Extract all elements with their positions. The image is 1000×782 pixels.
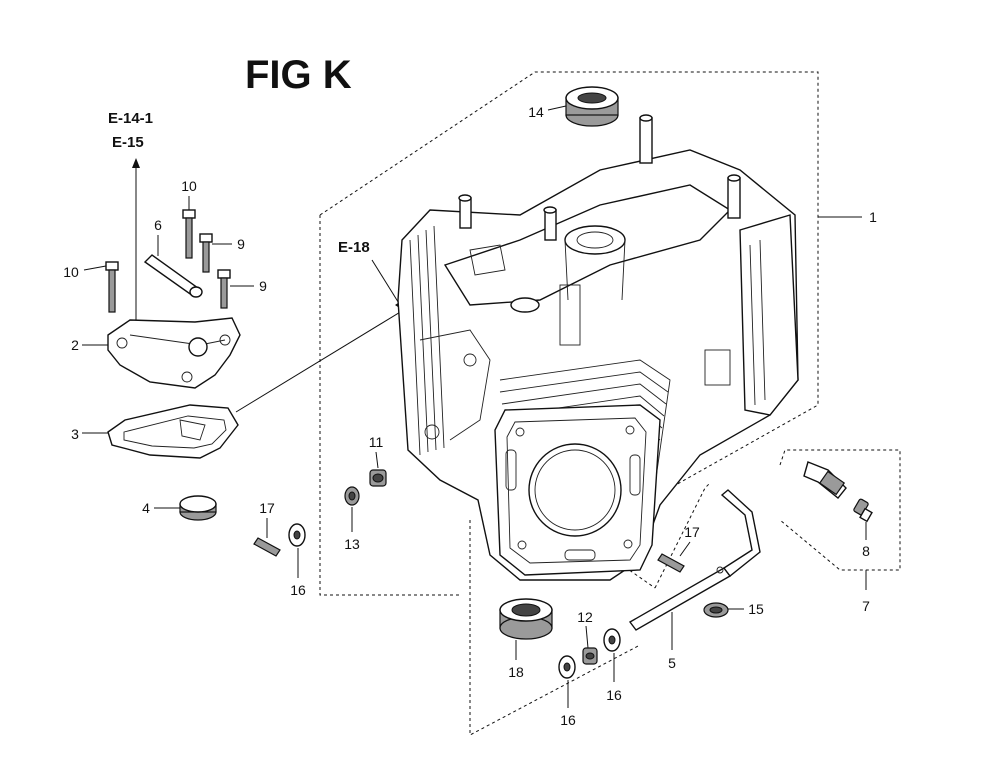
reference-arrow-e-15 xyxy=(132,158,140,322)
reference-e-14-1: E-14-1 xyxy=(108,110,153,127)
callout-10-left: 10 xyxy=(63,264,79,280)
pin-part-17-left xyxy=(253,537,281,557)
bearing-part-18 xyxy=(499,598,553,640)
washer-part-16-bottom-right xyxy=(603,628,621,652)
bolt-part-10-upper xyxy=(182,209,196,259)
callout-10-upper: 10 xyxy=(181,178,197,194)
callout-17-right: 17 xyxy=(684,524,700,540)
callout-13: 13 xyxy=(344,536,360,552)
callout-8: 8 xyxy=(862,543,870,559)
reference-e-18: E-18 xyxy=(338,239,370,256)
leader-11 xyxy=(375,451,379,469)
cap-part-4 xyxy=(179,495,217,521)
callout-2: 2 xyxy=(71,337,79,353)
o-ring-part-15 xyxy=(703,602,729,618)
callout-6: 6 xyxy=(154,217,162,233)
bolt-part-9-upper xyxy=(199,233,213,273)
callout-12: 12 xyxy=(577,609,593,625)
washer-part-16-bottom-left xyxy=(558,655,576,679)
breather-cover-part-2 xyxy=(107,317,241,389)
callout-11: 11 xyxy=(369,434,384,450)
screw-part-8 xyxy=(853,498,873,523)
boundary-mid xyxy=(654,482,711,589)
callout-17-left: 17 xyxy=(259,500,275,516)
crankcase-illustration xyxy=(397,114,799,581)
leader-14 xyxy=(547,105,567,111)
callout-7: 7 xyxy=(862,598,870,614)
callout-9-upper: 9 xyxy=(237,236,245,252)
boundary-right xyxy=(319,71,819,506)
callout-15: 15 xyxy=(748,601,764,617)
pin-part-17-right xyxy=(657,553,685,573)
oil-sensor-part-7 xyxy=(803,461,847,499)
leader-gasket xyxy=(235,299,421,413)
breather-tube-part-6 xyxy=(143,254,203,298)
figure-title: FIG K xyxy=(245,53,352,97)
oil-seal-part-14 xyxy=(565,86,619,127)
washer-part-16-left xyxy=(288,523,306,547)
boundary-left xyxy=(319,215,460,596)
callout-5: 5 xyxy=(668,655,676,671)
callout-16-bottom-left: 16 xyxy=(560,712,576,728)
bushing-part-12 xyxy=(582,647,598,665)
bolt-part-10-left xyxy=(105,261,119,313)
callout-9-lower: 9 xyxy=(259,278,267,294)
dipstick-tube-part-5 xyxy=(628,489,761,631)
washer-part-13 xyxy=(344,486,360,506)
leader-17-right xyxy=(679,541,691,557)
reference-e-15: E-15 xyxy=(112,134,144,151)
gasket-part-3 xyxy=(107,404,239,459)
bolt-part-9-lower xyxy=(217,269,231,309)
callout-16-left: 16 xyxy=(290,582,306,598)
callout-14: 14 xyxy=(528,104,544,120)
leader-12 xyxy=(585,625,589,649)
callout-3: 3 xyxy=(71,426,79,442)
boundary-bottom xyxy=(469,520,641,736)
boundary-part-7 xyxy=(779,449,901,571)
leader-10-left xyxy=(83,265,107,271)
callout-1: 1 xyxy=(869,209,877,225)
callout-16-bottom-right: 16 xyxy=(606,687,622,703)
callout-4: 4 xyxy=(142,500,150,516)
nut-part-11 xyxy=(369,469,387,487)
callout-18: 18 xyxy=(508,664,524,680)
